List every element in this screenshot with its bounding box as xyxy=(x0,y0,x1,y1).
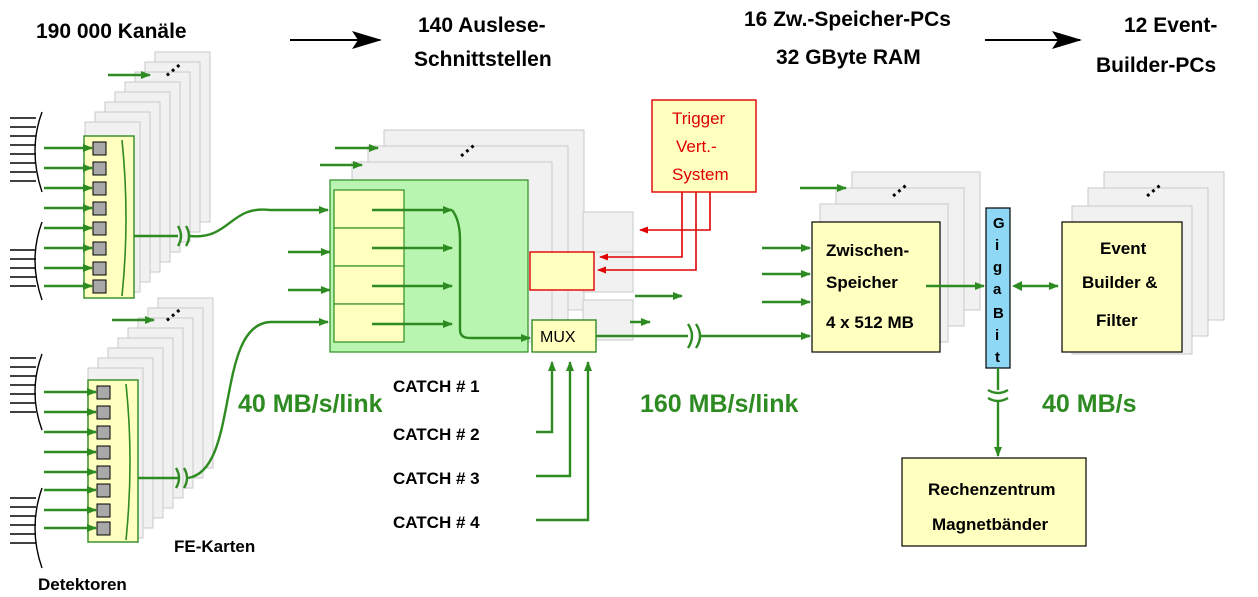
header-interfaces-2: Schnittstellen xyxy=(414,48,552,71)
svg-text:a: a xyxy=(993,281,1002,298)
trigger-line2: Vert.- xyxy=(676,137,717,156)
computing-center-box xyxy=(901,457,1087,547)
svg-text:G: G xyxy=(993,215,1005,232)
trigger-distribution-arrows xyxy=(597,192,711,274)
header-buffer-1: 16 Zw.-Speicher-PCs xyxy=(744,8,951,31)
buffer-line2: Speicher xyxy=(826,273,898,292)
event-line1: Event xyxy=(1100,239,1147,258)
fe-module-bottom xyxy=(87,379,139,543)
svg-text:t: t xyxy=(995,349,1000,366)
rate-gigabit-out: 40 MB/s xyxy=(1042,390,1136,418)
fe-output-link-top xyxy=(134,206,329,247)
trigger-receiver-box xyxy=(529,251,595,291)
catch4-label: CATCH # 4 xyxy=(393,513,480,532)
detector-signal-arrows-bottom xyxy=(44,388,97,532)
mux-output-link xyxy=(596,323,811,349)
center-line2: Magnetbänder xyxy=(932,515,1049,534)
buffer-input-arrows xyxy=(762,244,811,306)
detector-group-bottom xyxy=(10,353,43,569)
detectors-label: Detektoren xyxy=(38,575,127,594)
svg-text:i: i xyxy=(995,237,999,254)
mux-label: MUX xyxy=(540,329,576,346)
gigabit-to-center-link xyxy=(987,368,1009,457)
svg-text:g: g xyxy=(993,259,1002,276)
catch1-label: CATCH # 1 xyxy=(393,377,480,396)
catch-input-arrows xyxy=(288,206,531,342)
catch3-label: CATCH # 3 xyxy=(393,469,480,488)
mux-box xyxy=(531,319,597,353)
trigger-system-box xyxy=(651,99,757,193)
trigger-line1: Trigger xyxy=(672,109,726,128)
fe-module-top xyxy=(83,135,135,299)
svg-text:B: B xyxy=(993,305,1004,322)
rate-fe-link: 40 MB/s/link xyxy=(238,390,383,418)
fe-output-link-bottom xyxy=(138,318,329,489)
header-event-1: 12 Event- xyxy=(1124,14,1217,37)
event-line3: Filter xyxy=(1096,311,1138,330)
detector-group-top xyxy=(10,111,43,301)
catch-to-mux-arrows xyxy=(536,361,592,522)
header-interfaces-1: 140 Auslese- xyxy=(418,14,546,37)
svg-text:i: i xyxy=(995,327,999,344)
catch-input-modules xyxy=(333,189,405,343)
header-channels: 190 000 Kanäle xyxy=(36,20,187,43)
detector-signal-arrows-top xyxy=(44,144,93,290)
event-line2: Builder & xyxy=(1082,273,1158,292)
gigabit-link-back-arrow xyxy=(1012,281,1022,291)
header-buffer-2: 32 GByte RAM xyxy=(776,46,921,69)
gigabit-letters: G i g a B i t xyxy=(993,215,1005,366)
buffer-pc-box xyxy=(811,221,941,353)
rate-catch-link: 160 MB/s/link xyxy=(640,390,798,418)
catch2-label: CATCH # 2 xyxy=(393,425,480,444)
event-builder-box xyxy=(1061,221,1183,353)
center-line1: Rechenzentrum xyxy=(928,480,1056,499)
buffer-line1: Zwischen- xyxy=(826,241,909,260)
fe-cards-label: FE-Karten xyxy=(174,537,255,556)
buffer-line3: 4 x 512 MB xyxy=(826,313,914,332)
header-event-2: Builder-PCs xyxy=(1096,54,1216,77)
gigabit-switch xyxy=(985,207,1011,369)
trigger-line3: System xyxy=(672,165,729,184)
